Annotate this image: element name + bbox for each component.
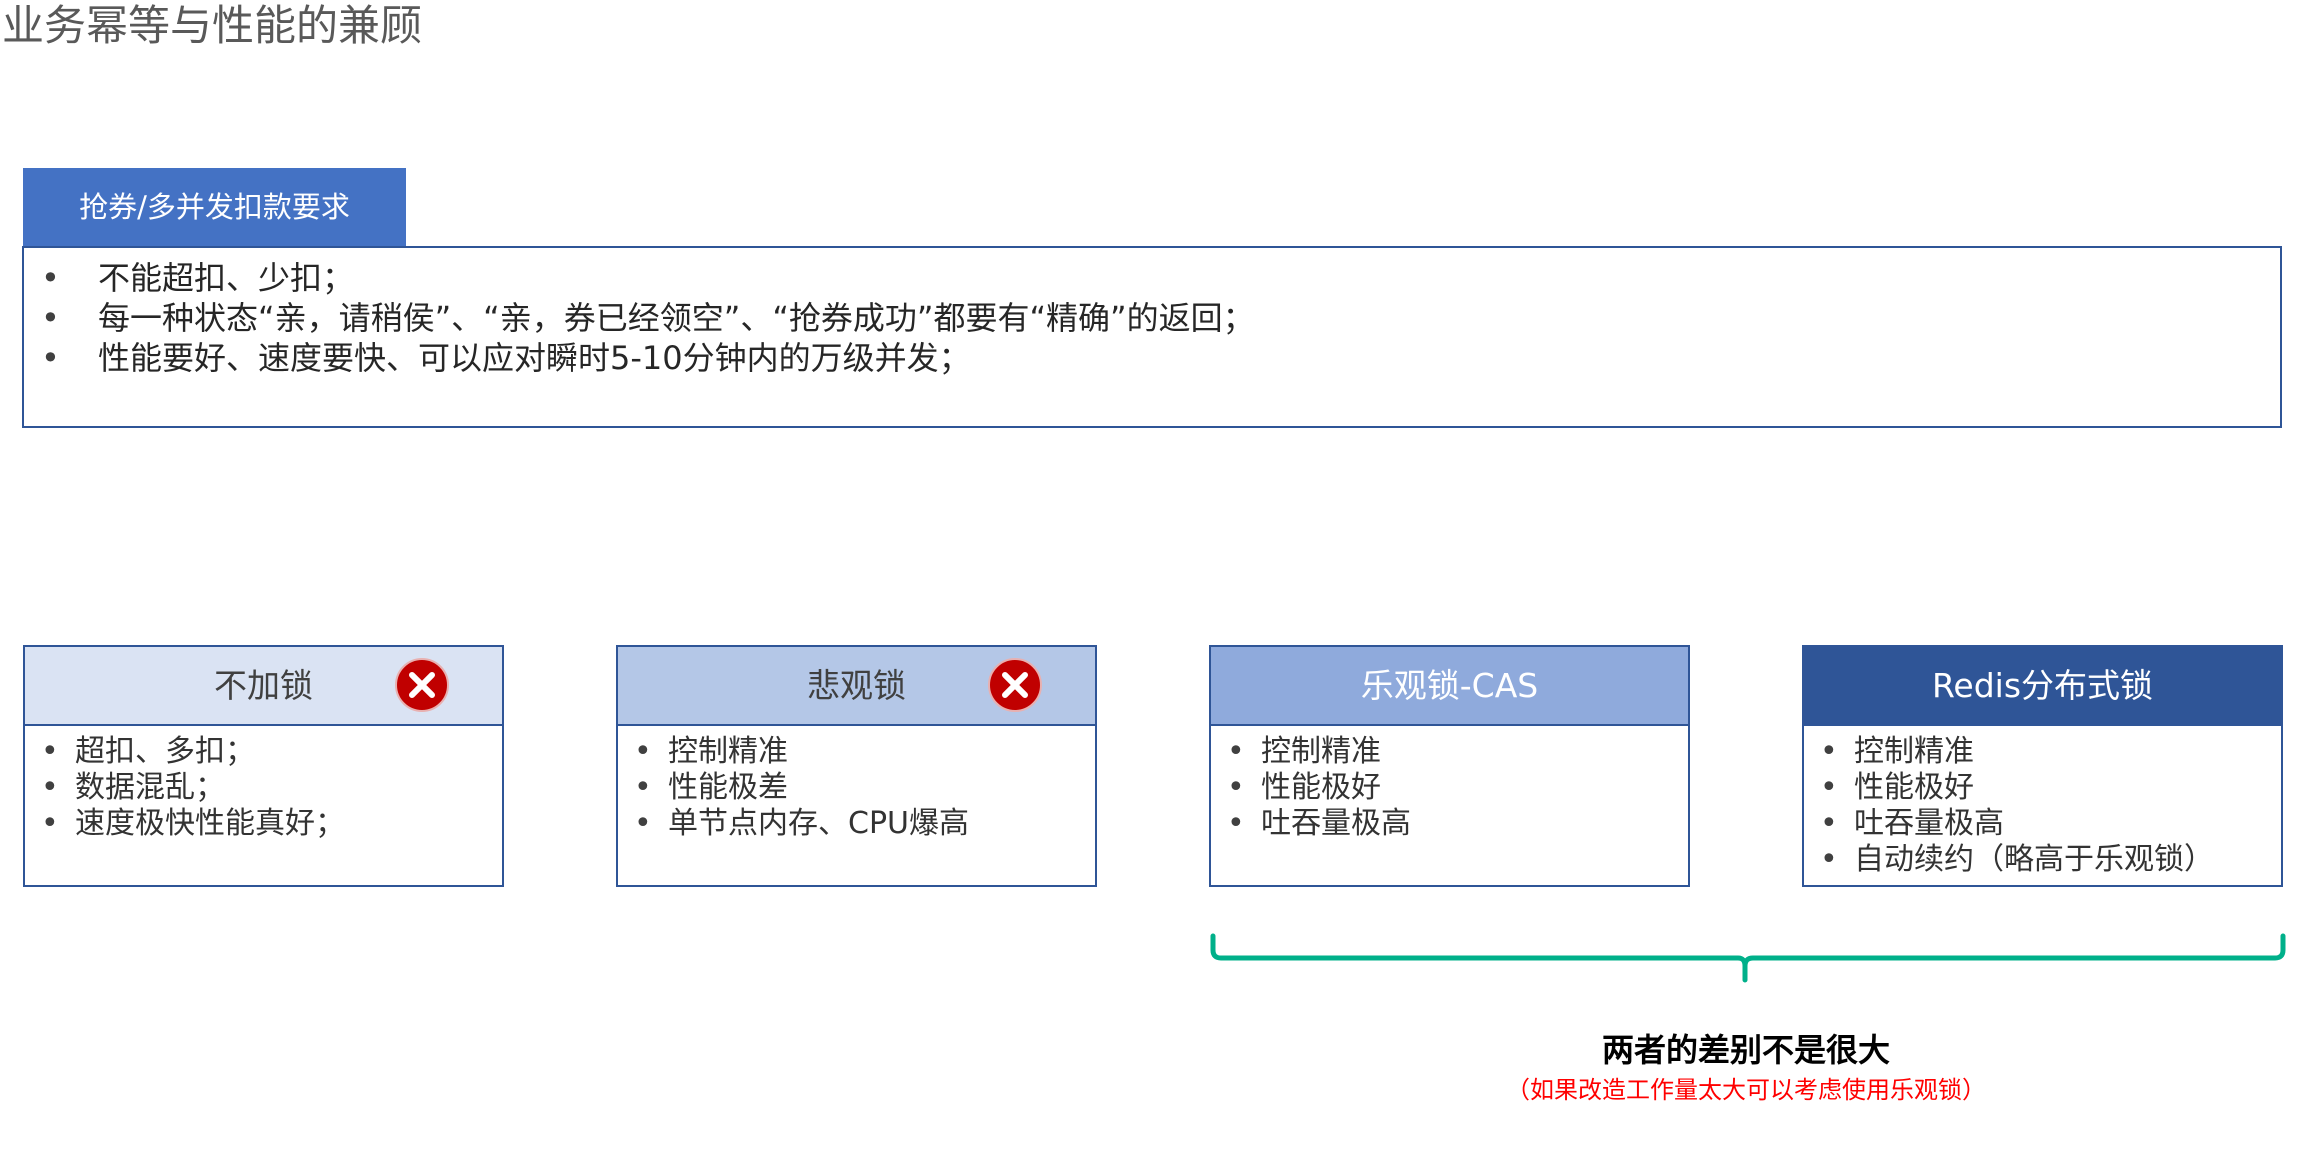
requirement-item: • 每一种状态“亲，请稍侯”、“亲，券已经领空”、“抢券成功”都要有“精确”的返…	[24, 298, 2280, 338]
option-item: • 控制精准	[1211, 734, 1688, 770]
bullet-icon: •	[1227, 770, 1245, 805]
option-item: • 速度极快性能真好；	[25, 806, 502, 842]
option-item-text: 性能极好	[1261, 770, 1381, 805]
bullet-icon: •	[41, 339, 60, 377]
conclusion-title: 两者的差别不是很大	[1601, 1031, 1890, 1069]
option-item: • 吐吞量极高	[1804, 806, 2281, 842]
bullet-icon: •	[41, 299, 60, 337]
requirement-item: • 不能超扣、少扣；	[24, 258, 2280, 298]
option-item-text: 性能极差	[668, 770, 788, 805]
option-item: • 控制精准	[618, 734, 1095, 770]
requirements-tab: 抢券/多并发扣款要求	[23, 168, 406, 247]
option-item: • 性能极差	[618, 770, 1095, 806]
bullet-icon: •	[1820, 806, 1838, 841]
option-item-text: 控制精准	[1854, 734, 1974, 769]
option-item: • 性能极好	[1804, 770, 2281, 806]
option-title: 不加锁	[214, 666, 313, 705]
bullet-icon: •	[41, 734, 59, 769]
option-pessimistic-lock-body: • 控制精准 • 性能极差 • 单节点内存、CPU爆高	[616, 724, 1097, 887]
bullet-icon: •	[1227, 806, 1245, 841]
option-title: 悲观锁	[807, 666, 906, 705]
reject-x-icon	[988, 658, 1042, 712]
option-item: • 自动续约（略高于乐观锁）	[1804, 842, 2281, 878]
option-item: • 控制精准	[1804, 734, 2281, 770]
option-item-text: 速度极快性能真好；	[75, 806, 345, 841]
option-items: • 控制精准 • 性能极好 • 吐吞量极高 • 自动续约（略高于乐观锁）	[1804, 734, 2281, 878]
option-item-text: 性能极好	[1854, 770, 1974, 805]
option-items: • 控制精准 • 性能极好 • 吐吞量极高	[1211, 734, 1688, 842]
requirements-box: • 不能超扣、少扣； • 每一种状态“亲，请稍侯”、“亲，券已经领空”、“抢券成…	[22, 246, 2282, 428]
option-item: • 吐吞量极高	[1211, 806, 1688, 842]
option-no-lock-header: 不加锁	[23, 645, 504, 726]
requirement-item: • 性能要好、速度要快、可以应对瞬时5-10分钟内的万级并发；	[24, 338, 2280, 378]
option-optimistic-lock-header: 乐观锁-CAS	[1209, 645, 1690, 726]
option-no-lock-body: • 超扣、多扣； • 数据混乱； • 速度极快性能真好；	[23, 724, 504, 887]
bullet-icon: •	[41, 806, 59, 841]
option-title: 乐观锁-CAS	[1360, 666, 1539, 705]
bullet-icon: •	[1820, 734, 1838, 769]
option-item-text: 超扣、多扣；	[75, 734, 255, 769]
option-item: • 数据混乱；	[25, 770, 502, 806]
option-item: • 性能极好	[1211, 770, 1688, 806]
bullet-icon: •	[1227, 734, 1245, 769]
bullet-icon: •	[1820, 842, 1838, 877]
requirement-text: 每一种状态“亲，请稍侯”、“亲，券已经领空”、“抢券成功”都要有“精确”的返回；	[98, 299, 1255, 337]
requirement-text: 不能超扣、少扣；	[98, 259, 355, 297]
option-pessimistic-lock-header: 悲观锁	[616, 645, 1097, 726]
page-title: 业务幂等与性能的兼顾	[2, 1, 423, 50]
option-items: • 控制精准 • 性能极差 • 单节点内存、CPU爆高	[618, 734, 1095, 842]
grouping-brace	[1210, 933, 2286, 983]
bullet-icon: •	[1820, 770, 1838, 805]
option-items: • 超扣、多扣； • 数据混乱； • 速度极快性能真好；	[25, 734, 502, 842]
bullet-icon: •	[41, 259, 60, 297]
bullet-icon: •	[634, 734, 652, 769]
bullet-icon: •	[41, 770, 59, 805]
option-optimistic-lock-body: • 控制精准 • 性能极好 • 吐吞量极高	[1209, 724, 1690, 887]
bullet-icon: •	[634, 770, 652, 805]
option-title: Redis分布式锁	[1931, 666, 2154, 705]
requirement-text: 性能要好、速度要快、可以应对瞬时5-10分钟内的万级并发；	[98, 339, 971, 377]
option-item-text: 数据混乱；	[75, 770, 225, 805]
requirements-list: • 不能超扣、少扣； • 每一种状态“亲，请稍侯”、“亲，券已经领空”、“抢券成…	[24, 248, 2280, 378]
option-item: • 单节点内存、CPU爆高	[618, 806, 1095, 842]
option-item-text: 自动续约（略高于乐观锁）	[1854, 842, 2214, 877]
option-item-text: 控制精准	[668, 734, 788, 769]
reject-x-icon	[395, 658, 449, 712]
option-item-text: 吐吞量极高	[1854, 806, 2004, 841]
option-item: • 超扣、多扣；	[25, 734, 502, 770]
option-redis-lock-body: • 控制精准 • 性能极好 • 吐吞量极高 • 自动续约（略高于乐观锁）	[1802, 724, 2283, 887]
option-item-text: 吐吞量极高	[1261, 806, 1411, 841]
option-redis-lock-header: Redis分布式锁	[1802, 645, 2283, 726]
bullet-icon: •	[634, 806, 652, 841]
option-item-text: 单节点内存、CPU爆高	[668, 806, 969, 841]
option-item-text: 控制精准	[1261, 734, 1381, 769]
conclusion-note: （如果改造工作量太大可以考虑使用乐观锁）	[1506, 1076, 1986, 1104]
